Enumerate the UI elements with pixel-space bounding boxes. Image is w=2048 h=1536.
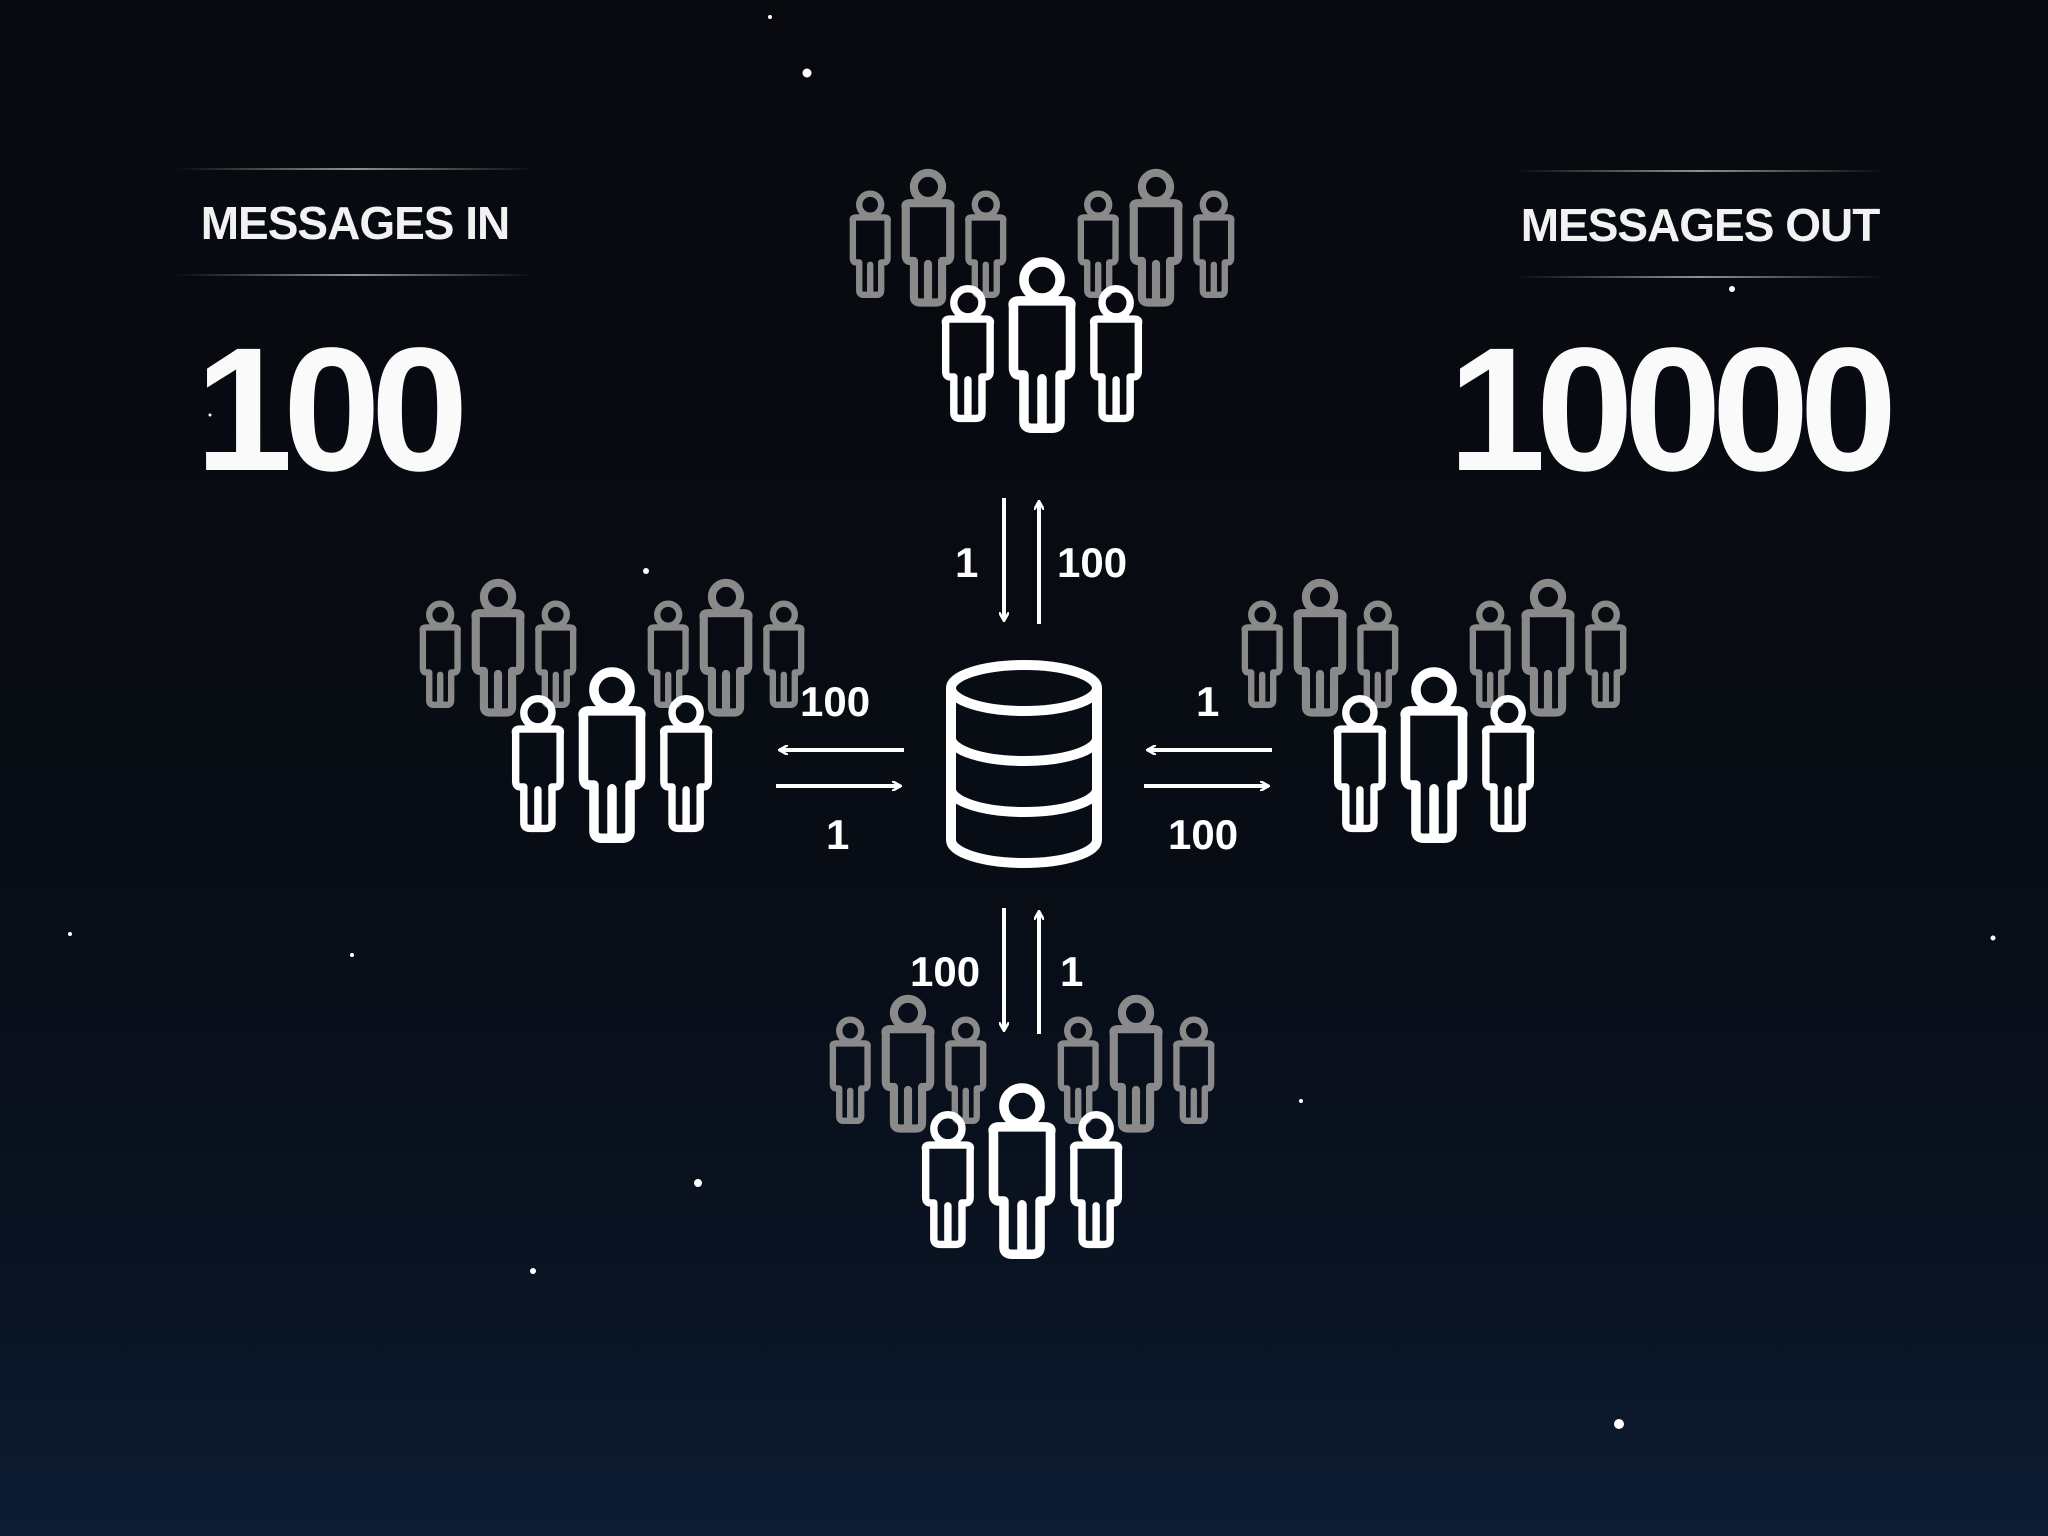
messages-in-block: MESSAGES IN <box>175 168 535 276</box>
starfield <box>68 15 1996 1429</box>
flow-label-right-in: 1 <box>1196 678 1219 725</box>
flow-label-left-out: 100 <box>800 678 870 725</box>
database-icon <box>946 660 1102 868</box>
divider <box>175 168 535 170</box>
user-group-icon-bottom <box>833 999 1212 1254</box>
flow-label-left-in: 1 <box>826 811 849 858</box>
messages-out-value: 10000 <box>1448 312 1897 508</box>
user-group-icon-left <box>423 583 802 838</box>
messages-in-value: 100 <box>195 312 469 508</box>
divider <box>175 274 535 276</box>
messages-in-label: MESSAGES IN <box>200 197 511 249</box>
divider <box>1515 276 1885 278</box>
user-group-icon-top <box>853 173 1232 428</box>
flow-label-top-up: 100 <box>1057 539 1127 586</box>
flow-label-right-out: 100 <box>1168 811 1238 858</box>
flow-label-top-down: 1 <box>955 539 978 586</box>
flow-label-bottom-down: 100 <box>910 948 980 995</box>
divider <box>1515 170 1885 172</box>
user-group-icon-right <box>1245 583 1624 838</box>
messages-out-block: MESSAGES OUT <box>1515 170 1885 278</box>
messages-out-label: MESSAGES OUT <box>1520 199 1881 251</box>
flow-label-bottom-up: 1 <box>1060 948 1083 995</box>
